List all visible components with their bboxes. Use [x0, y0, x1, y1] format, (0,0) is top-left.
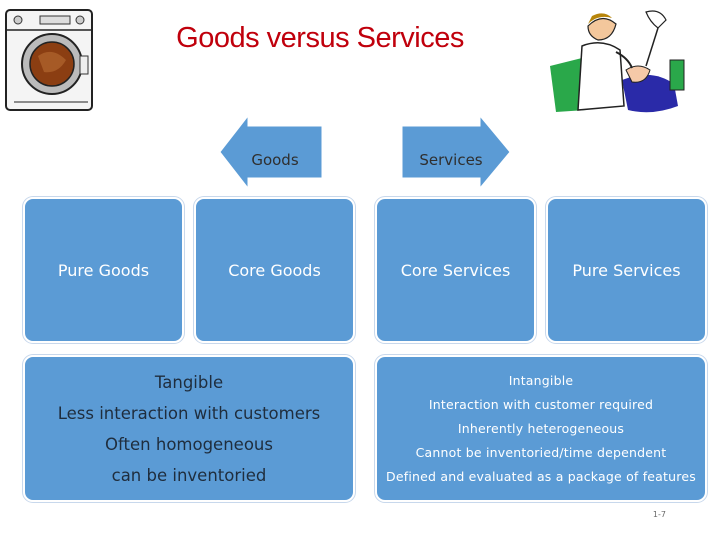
- goods-arrow-icon: [219, 114, 322, 190]
- services-arrow-label: Services: [419, 151, 483, 169]
- category-pure-goods: Pure Goods: [23, 197, 184, 343]
- goods-trait: Often homogeneous: [105, 434, 273, 454]
- goods-trait: Less interaction with customers: [57, 403, 321, 423]
- services-trait: Cannot be inventoried/time dependent: [415, 444, 667, 460]
- category-pure-services: Pure Services: [546, 197, 707, 343]
- page-number: 1-7: [652, 510, 666, 519]
- services-trait: Interaction with customer required: [428, 396, 654, 412]
- services-traits-box: Intangible Interaction with customer req…: [375, 355, 707, 502]
- goods-trait: Tangible: [154, 372, 224, 392]
- washing-machine-icon: [5, 9, 93, 111]
- services-trait: Intangible: [508, 372, 574, 388]
- dentist-patient-icon: [550, 10, 685, 113]
- category-core-services: Core Services: [375, 197, 536, 343]
- slide-title: Goods versus Services: [176, 22, 464, 54]
- goods-traits-box: Tangible Less interaction with customers…: [23, 355, 355, 502]
- goods-trait: can be inventoried: [111, 465, 267, 485]
- goods-arrow-label: Goods: [251, 151, 299, 169]
- services-trait: Defined and evaluated as a package of fe…: [386, 468, 696, 484]
- category-core-goods: Core Goods: [194, 197, 355, 343]
- services-arrow-icon: [402, 114, 511, 190]
- services-trait: Inherently heterogeneous: [457, 420, 625, 436]
